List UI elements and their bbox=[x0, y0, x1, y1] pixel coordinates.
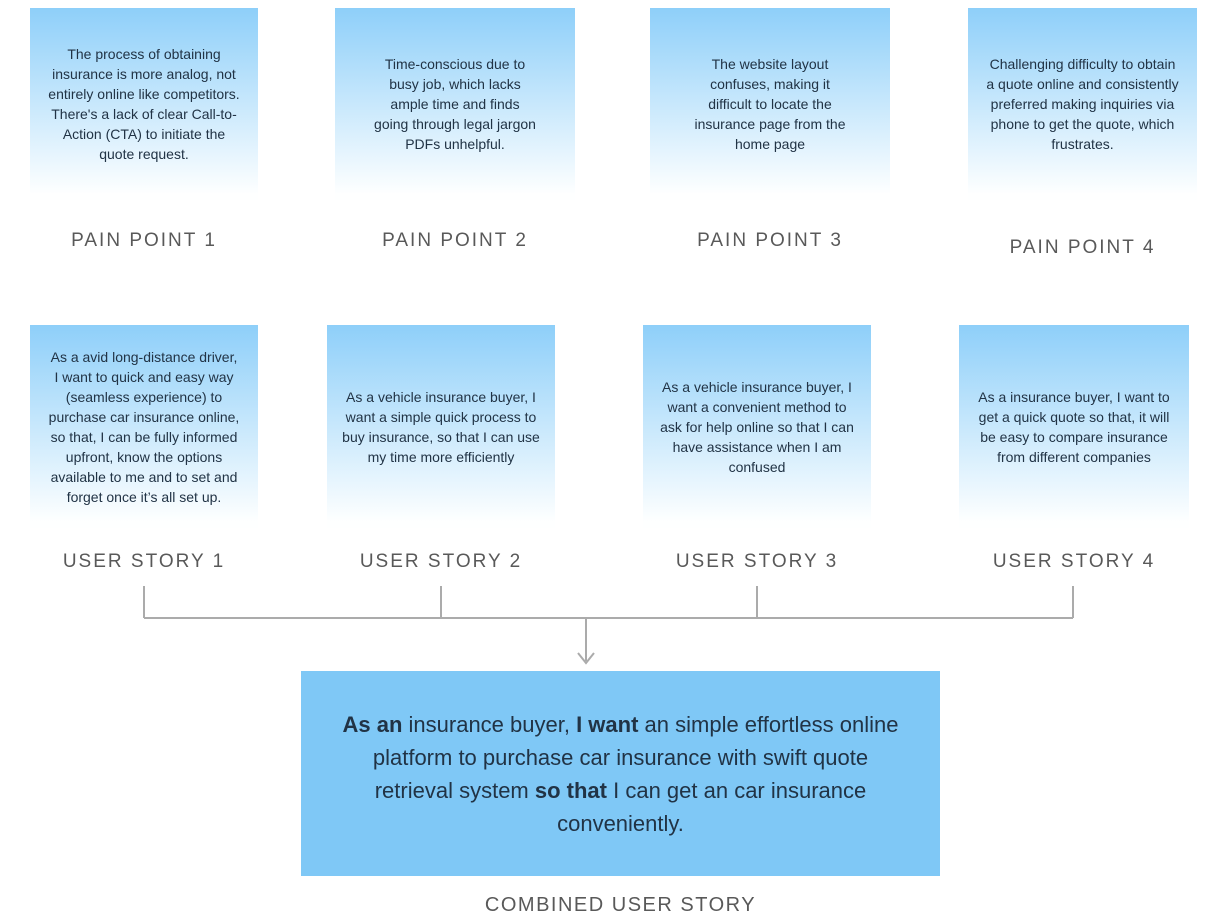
user-story-card-4: As a insurance buyer, I want to get a qu… bbox=[959, 325, 1189, 528]
combined-story-segment: I can get an car insurance conveniently. bbox=[557, 777, 867, 836]
arrow-down-icon bbox=[577, 652, 595, 665]
pain-point-card-1: The process of obtaining insurance is mo… bbox=[30, 8, 258, 200]
user-story-card-3: As a vehicle insurance buyer, I want a c… bbox=[643, 325, 871, 528]
pain-point-card-2: Time-conscious due to busy job, which la… bbox=[335, 8, 575, 200]
combined-user-story-label: COMBINED USER STORY bbox=[484, 894, 757, 916]
user-story-card-1: As a avid long-distance driver, I want t… bbox=[30, 325, 258, 528]
pain-point-1-text: The process of obtaining insurance is mo… bbox=[48, 46, 240, 162]
pain-point-2-label: PAIN POINT 2 bbox=[382, 230, 528, 251]
user-story-1-text: As a avid long-distance driver, I want t… bbox=[48, 348, 240, 505]
combined-story-segment: insurance buyer, bbox=[402, 711, 577, 737]
pain-point-3-text: The website layout confuses, making it d… bbox=[694, 56, 846, 152]
combined-story-segment: I want bbox=[576, 711, 639, 737]
combined-story-segment: so that bbox=[534, 777, 607, 803]
user-story-2-label: USER STORY 2 bbox=[359, 551, 523, 572]
user-story-4-text: As a insurance buyer, I want to get a qu… bbox=[978, 388, 1170, 465]
combined-story-segment: As an bbox=[342, 711, 403, 737]
pain-point-3-label: PAIN POINT 3 bbox=[697, 230, 843, 251]
combined-story-text: As an insurance buyer, I want an simple … bbox=[336, 708, 904, 840]
pain-point-1-label: PAIN POINT 1 bbox=[71, 230, 217, 251]
combined-story-segment: an simple effortless online platform to … bbox=[372, 711, 899, 803]
user-story-3-text: As a vehicle insurance buyer, I want a c… bbox=[660, 378, 854, 475]
pain-point-card-4: Challenging difficulty to obtain a quote… bbox=[968, 8, 1197, 200]
user-story-1-label: USER STORY 1 bbox=[62, 551, 226, 572]
user-story-card-2: As a vehicle insurance buyer, I want a s… bbox=[327, 325, 555, 528]
pain-point-2-text: Time-conscious due to busy job, which la… bbox=[374, 56, 536, 152]
bracket-tick-lines bbox=[143, 586, 1074, 618]
user-story-3-label: USER STORY 3 bbox=[675, 551, 839, 572]
pain-point-4-text: Challenging difficulty to obtain a quote… bbox=[986, 56, 1179, 152]
user-story-2-text: As a vehicle insurance buyer, I want a s… bbox=[342, 388, 540, 465]
pain-point-4-label: PAIN POINT 4 bbox=[1009, 237, 1156, 258]
user-story-4-label: USER STORY 4 bbox=[992, 551, 1156, 572]
combined-user-story-box: As an insurance buyer, I want an simple … bbox=[301, 671, 940, 876]
pain-point-card-3: The website layout confuses, making it d… bbox=[650, 8, 890, 200]
